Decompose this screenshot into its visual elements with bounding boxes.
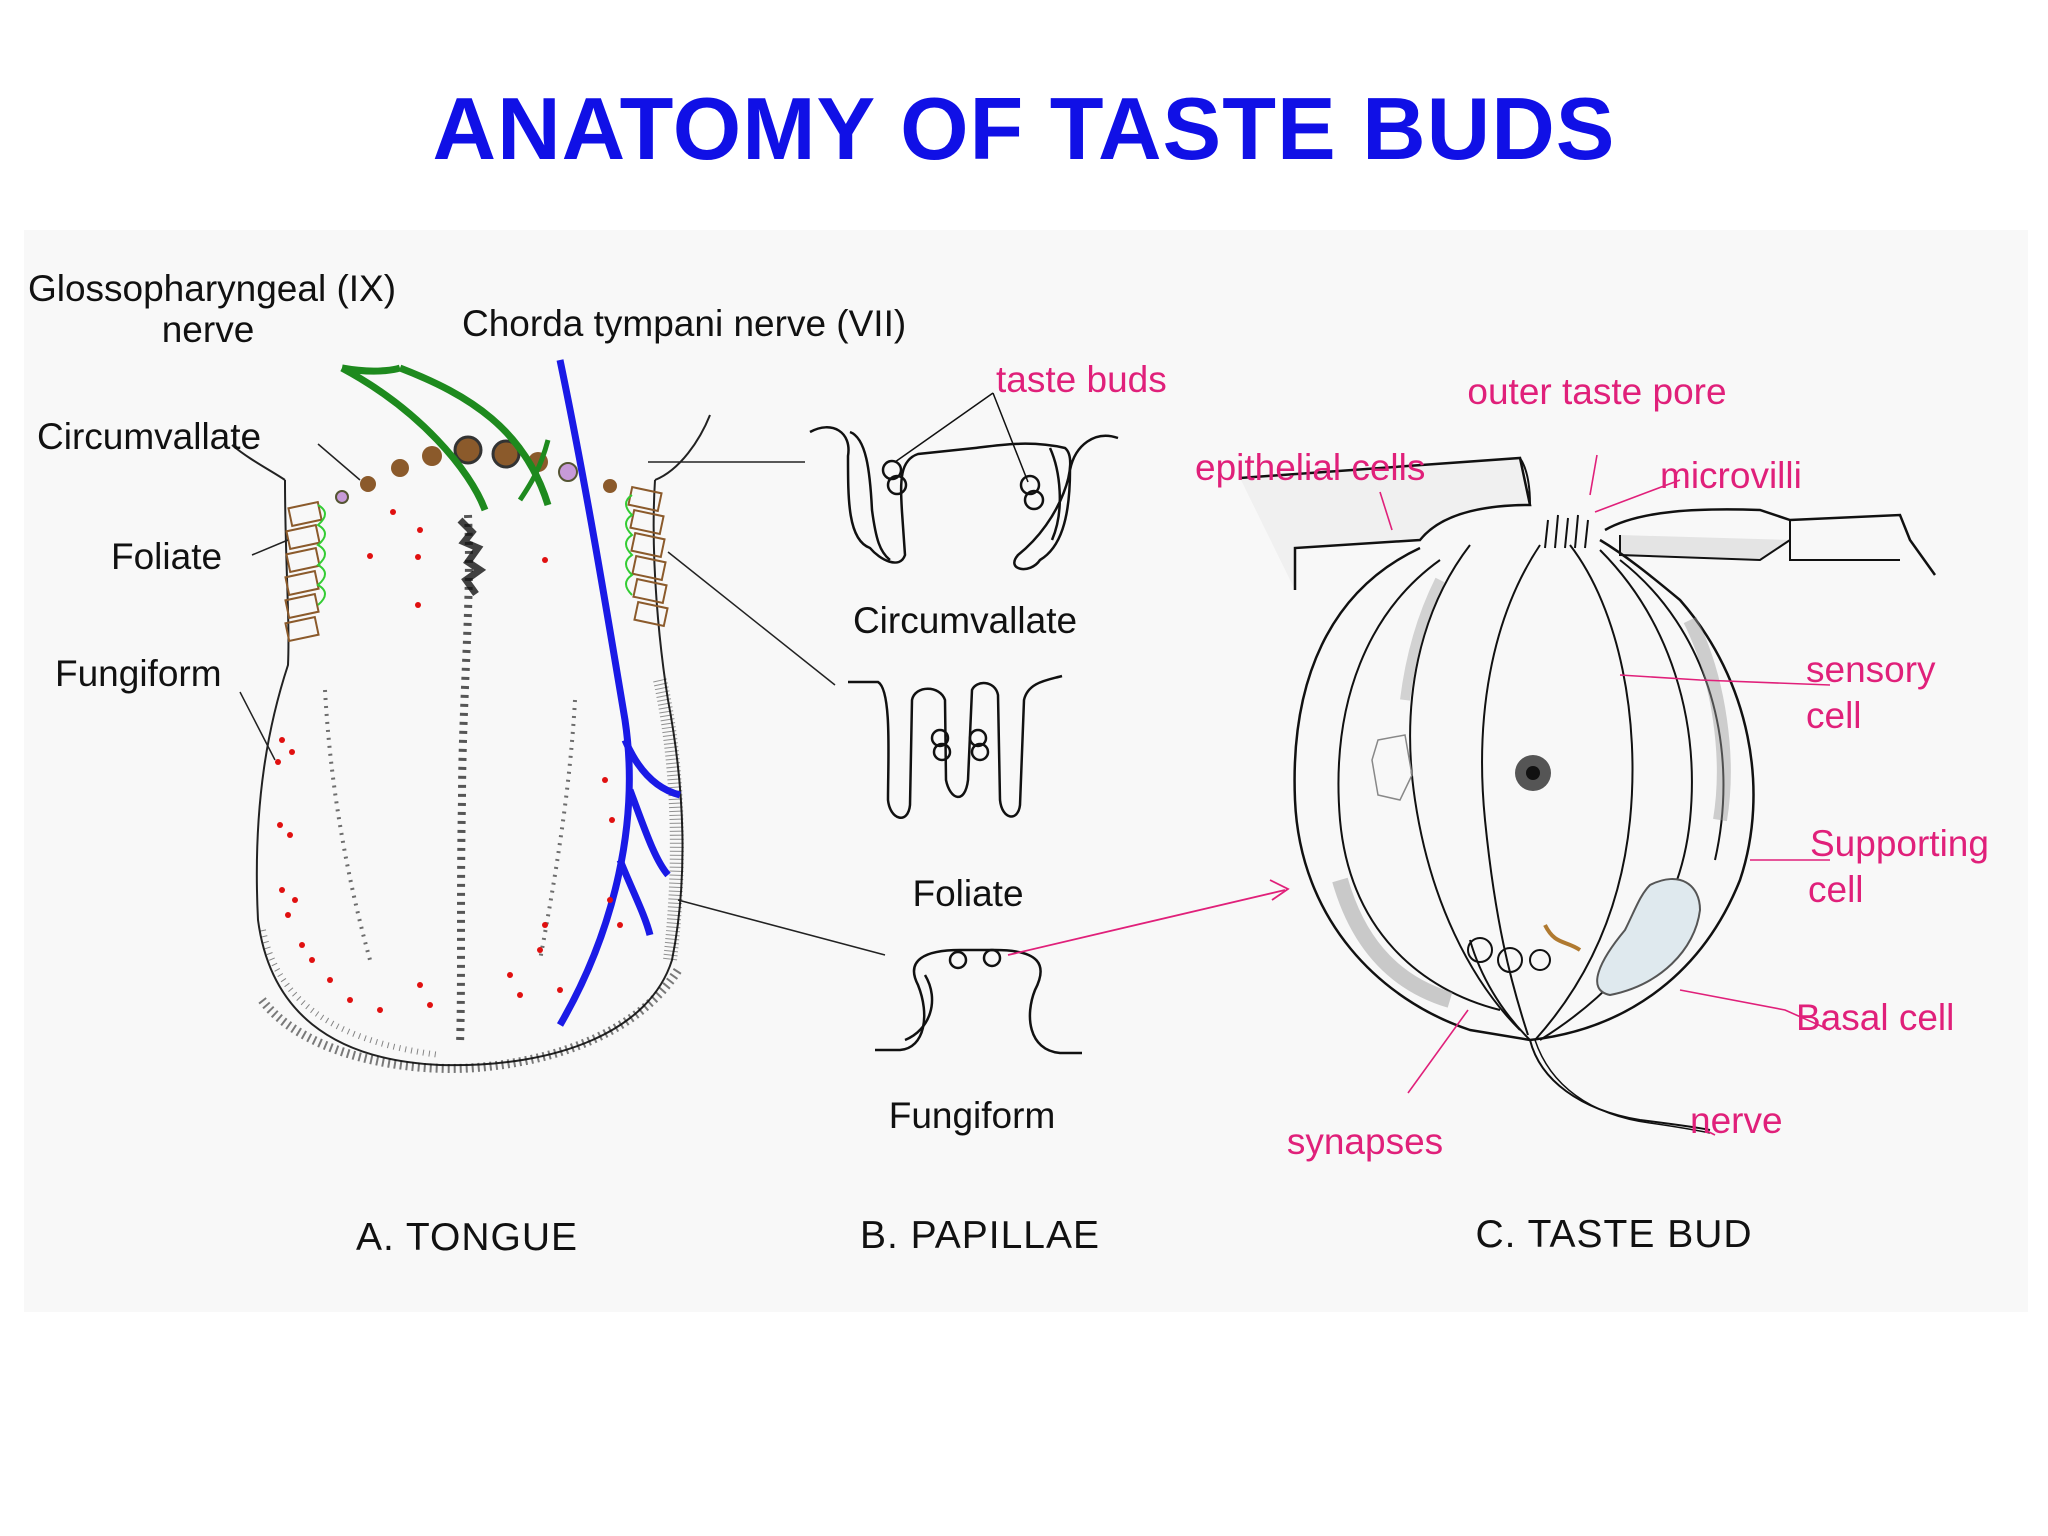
leader-foliate [251, 539, 289, 556]
sensory-cell-label-line1: sensory [1806, 649, 1936, 690]
chorda-tympani-label: Chorda tympani nerve (VII) [462, 303, 906, 344]
supporting-cell-label-line2: cell [1808, 869, 1864, 910]
epithelial-surface [1239, 456, 1532, 590]
papillae-circumvallate-label: Circumvallate [853, 600, 1077, 641]
caption-papillae: B. PAPILLAE [860, 1214, 1100, 1257]
epithelial-cells-label: epithelial cells [1195, 447, 1425, 488]
fungiform-to-taste-bud-arrow [1007, 889, 1286, 956]
glossopharyngeal-nerve-path [340, 364, 552, 512]
papillae-illustration [809, 392, 1119, 1055]
supporting-cell-label-line1: Supporting [1810, 823, 1989, 864]
figure-panel [24, 230, 2028, 1312]
leader-to-fungiform-detail [677, 899, 886, 956]
circumvallate-detail [809, 426, 1119, 571]
fungiform-label: Fungiform [55, 653, 222, 694]
caption-taste-bud: C. TASTE BUD [1475, 1213, 1752, 1256]
basal-cell-label: Basal cell [1796, 997, 1954, 1038]
papillae-foliate-label: Foliate [912, 873, 1023, 914]
tongue-illustration [231, 359, 886, 1073]
tongue-outline [255, 479, 684, 1067]
microvilli-label: microvilli [1660, 455, 1802, 496]
synapses-label: synapses [1287, 1121, 1443, 1162]
sensory-cell-label-line2: cell [1806, 695, 1862, 736]
fungiform-dots [275, 509, 623, 1013]
basal-cell [1596, 878, 1702, 997]
circumvallate-label: Circumvallate [37, 416, 261, 457]
taste-bud-body [1293, 538, 1755, 1042]
fungiform-detail [875, 948, 1082, 1055]
papillae-fungiform-label: Fungiform [889, 1095, 1056, 1136]
nerve-label: nerve [1690, 1100, 1783, 1141]
chorda-tympani-nerve-path [556, 359, 681, 1027]
taste-bud-nerve [1529, 1039, 1711, 1131]
leader-to-foliate-detail [667, 551, 836, 686]
microvilli [1544, 514, 1589, 549]
foliate-papillae-left [284, 500, 326, 643]
caption-tongue: A. TONGUE [356, 1216, 578, 1259]
foliate-papillae-right [625, 485, 669, 628]
glossopharyngeal-label-line1: Glossopharyngeal (IX) [28, 268, 396, 309]
taste-buds-label: taste buds [996, 359, 1167, 400]
leader-fungiform [239, 691, 276, 761]
outer-taste-pore-label: outer taste pore [1467, 371, 1726, 412]
glossopharyngeal-label-line2: nerve [162, 309, 255, 350]
foliate-detail [848, 674, 1063, 819]
foliate-label: Foliate [111, 536, 222, 577]
page-title: ANATOMY OF TASTE BUDS [432, 79, 1616, 178]
taste-bud-illustration [1239, 454, 1937, 1136]
leader-circumvallate [317, 443, 361, 481]
